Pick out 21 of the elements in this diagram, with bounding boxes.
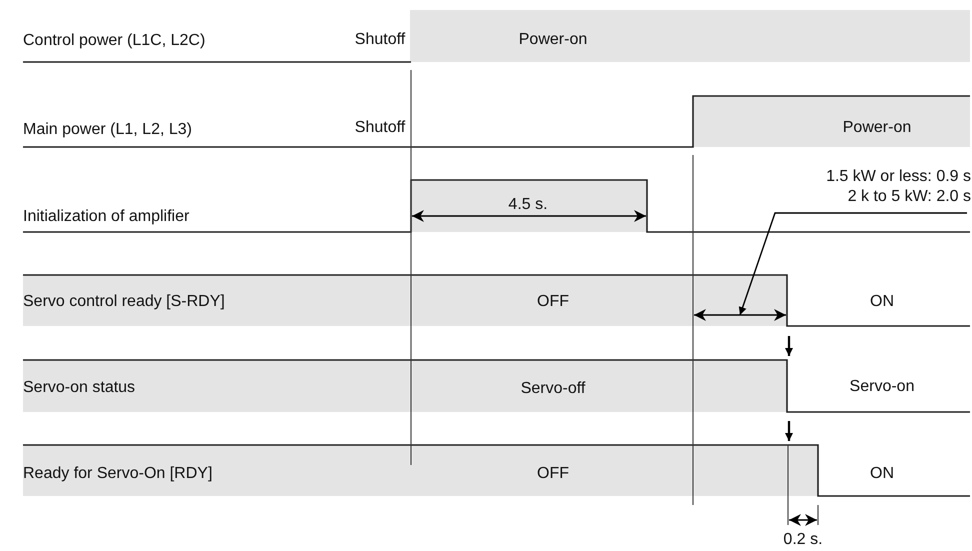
signal-name: Servo-on status	[23, 380, 136, 396]
state-label: Power-on	[518, 32, 588, 48]
dimension-line	[694, 309, 786, 321]
state-label: ON	[870, 294, 894, 310]
state-label: Shutoff	[354, 120, 406, 136]
state-label: OFF	[537, 294, 569, 310]
state-label: ON	[870, 466, 894, 482]
leader-line	[738, 212, 967, 316]
state-label: Servo-on	[850, 379, 914, 395]
state-label: Shutoff	[354, 32, 406, 48]
signal-name: Control power (L1C, L2C)	[23, 33, 206, 49]
signal-name: Initialization of amplifier	[23, 209, 190, 225]
note-text: 1.5 kW or less: 0.9 s 2 k to 5 kW: 2.0 s	[775, 167, 971, 213]
state-label: Power-on	[842, 120, 912, 136]
signal-name: Ready for Servo-On [RDY]	[23, 466, 212, 482]
state-label: OFF	[537, 466, 569, 482]
time-label: 4.5 s.	[508, 197, 548, 213]
signal-name: Servo control ready [S-RDY]	[23, 294, 225, 310]
state-label: Servo-off	[520, 381, 586, 397]
time-label: 0.2 s.	[783, 532, 823, 548]
signal-name: Main power (L1, L2, L3)	[23, 122, 192, 138]
